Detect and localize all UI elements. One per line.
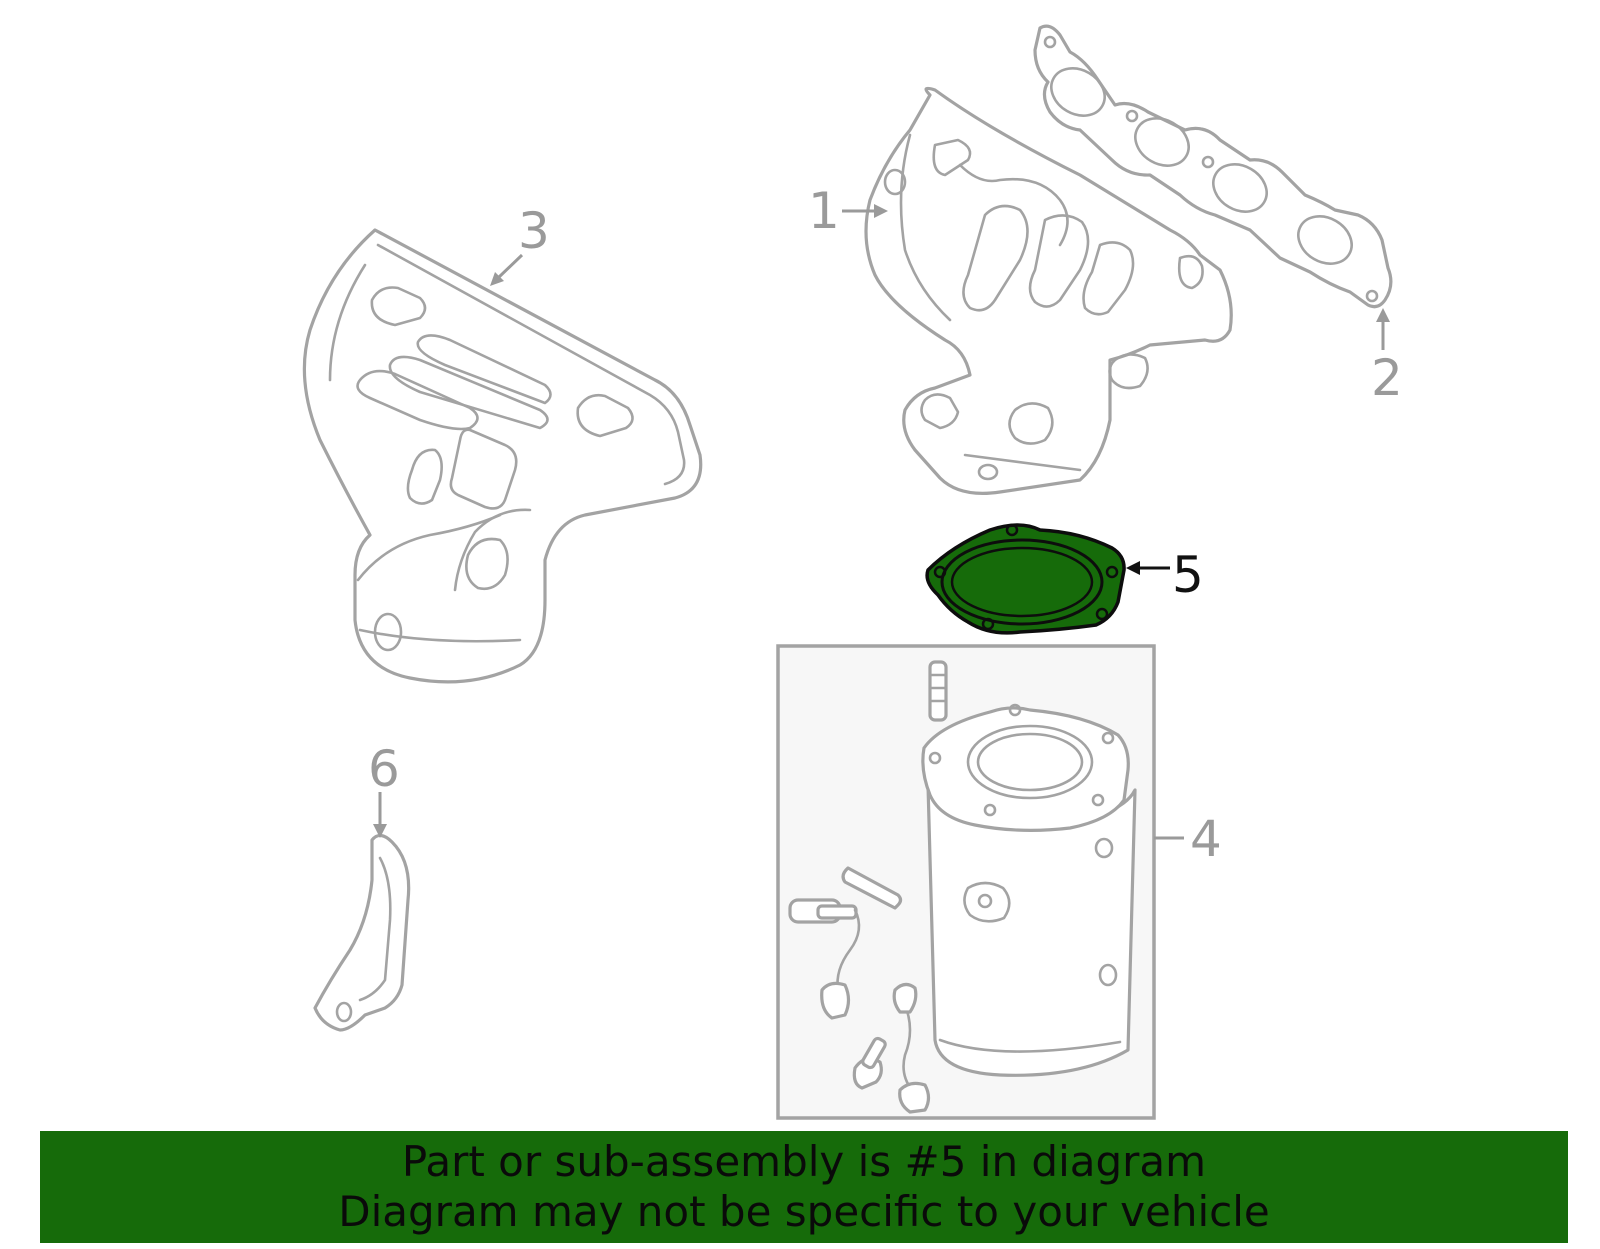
callout-label-2: 2 [1371,349,1403,407]
leader-2 [1376,308,1390,350]
banner-line-2: Diagram may not be specific to your vehi… [338,1187,1270,1236]
part-2-manifold-gasket[interactable] [1033,24,1393,309]
part-6-bracket[interactable] [313,833,411,1032]
banner-line-1: Part or sub-assembly is #5 in diagram [401,1137,1207,1186]
info-banner: Part or sub-assembly is #5 in diagram Di… [40,1131,1568,1243]
callout-label-3: 3 [518,202,550,260]
callout-label-1: 1 [808,182,840,240]
leader-6 [373,792,387,838]
leader-5 [1126,561,1170,575]
leader-1 [842,204,888,218]
callout-label-4: 4 [1190,810,1222,868]
callout-label-6: 6 [368,740,400,798]
leader-3 [490,253,524,286]
part-5-catalyst-gasket[interactable] [925,523,1126,635]
callout-label-5: 5 [1172,546,1204,604]
part-3-heat-shield[interactable] [302,228,703,684]
part-1-exhaust-manifold[interactable] [864,86,1233,495]
part-4-catalytic-converter-assembly[interactable] [776,644,1156,1120]
